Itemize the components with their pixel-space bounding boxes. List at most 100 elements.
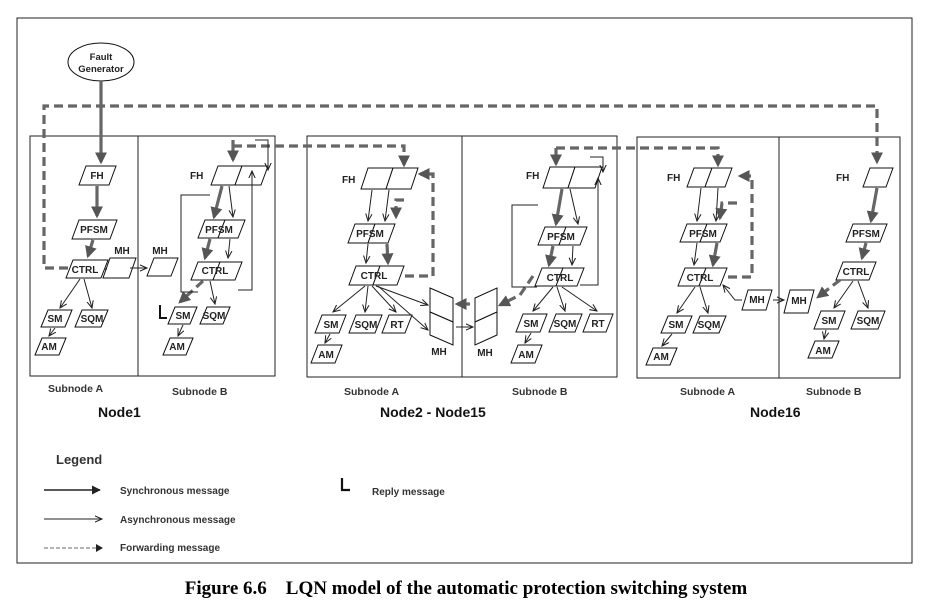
legend-reply-label: Reply message <box>372 487 445 498</box>
node1-a-sqm: SQM <box>74 309 109 328</box>
svg-text:SM: SM <box>48 314 63 325</box>
node1-a-sm: SM <box>40 309 73 328</box>
node1-subnode-a-label: Subnode A <box>48 383 103 395</box>
svg-text:FH: FH <box>526 171 539 182</box>
node1-b-mh: MH <box>146 246 179 277</box>
svg-text:CTRL: CTRL <box>687 273 714 284</box>
svg-text:FH: FH <box>667 173 680 184</box>
svg-text:FH: FH <box>342 175 355 186</box>
node2-b-sqm: SQM <box>548 313 583 333</box>
node2-subnode-a-label: Subnode A <box>344 386 399 398</box>
svg-text:MH: MH <box>791 296 807 307</box>
svg-text:RT: RT <box>390 320 403 331</box>
node2-b-fh <box>542 166 603 189</box>
svg-text:FH: FH <box>836 173 849 184</box>
node2-a-fh <box>360 167 419 190</box>
svg-text:PFSM: PFSM <box>205 225 233 236</box>
node2-subnode-b-box <box>461 135 618 378</box>
node16-a-am: AM <box>645 347 678 366</box>
svg-text:MH: MH <box>431 347 447 358</box>
node16: FH PFSM CTRL SM SQM AM MH <box>636 136 901 379</box>
svg-text:MH: MH <box>477 348 493 359</box>
svg-text:PFSM: PFSM <box>852 229 880 240</box>
node16-b-am: AM <box>807 340 840 359</box>
node16-b-mh: MH <box>783 289 815 314</box>
node2-15-label: Node2 - Node15 <box>380 404 486 420</box>
node1-b-sm: SM <box>167 306 198 325</box>
node2-b-ctrl: CTRL <box>534 267 585 287</box>
node2-a-sm: SM <box>314 314 347 334</box>
node1-a-mh: MH <box>102 246 137 279</box>
node2-a-mh: MH <box>429 287 454 358</box>
fault-generator: Fault Generator <box>67 42 135 82</box>
svg-text:AM: AM <box>169 342 185 353</box>
node1-a-am: AM <box>34 337 67 356</box>
node16-a-sqm: SQM <box>692 315 727 334</box>
svg-text:AM: AM <box>41 342 57 353</box>
svg-text:SM: SM <box>822 316 837 327</box>
node2-b-sm: SM <box>515 313 548 333</box>
legend: Legend Synchronous message Asynchronous … <box>44 452 445 554</box>
fault-generator-line2: Generator <box>78 64 124 75</box>
legend-title: Legend <box>56 452 102 467</box>
svg-text:MH: MH <box>749 295 765 306</box>
node1-b-pfsm: PFSM <box>197 219 246 239</box>
node2-15: FH PFSM CTRL SM SQM RT AM <box>306 135 618 378</box>
node16-subnode-b-box <box>778 136 901 379</box>
svg-text:AM: AM <box>653 352 669 363</box>
svg-text:SM: SM <box>524 319 539 330</box>
node16-a-sm: SM <box>660 315 693 334</box>
node16-b-fh <box>862 167 894 188</box>
node1-b-ctrl: CTRL <box>190 261 243 281</box>
node1-reply-glyph <box>159 305 167 319</box>
figure-caption: Figure 6.6 LQN model of the automatic pr… <box>185 578 748 599</box>
node16-a-pfsm: PFSM <box>679 223 728 243</box>
node16-b-ctrl: CTRL <box>835 261 877 281</box>
node1-a-fh: FH <box>78 165 117 186</box>
node1-b-sqm: SQM <box>199 306 231 325</box>
diagram-frame <box>16 17 913 564</box>
node16-b-pfsm: PFSM <box>845 223 888 243</box>
node2-a-sqm: SQM <box>348 314 383 334</box>
node2-b-mh: MH <box>474 287 498 359</box>
node1-label: Node1 <box>98 404 141 420</box>
legend-forward-label: Forwarding message <box>120 543 220 554</box>
svg-text:CTRL: CTRL <box>72 265 99 276</box>
node16-subnode-b-label: Subnode B <box>806 386 862 398</box>
node1-a-pfsm: PFSM <box>71 219 118 240</box>
svg-text:SM: SM <box>176 311 191 322</box>
svg-text:SQM: SQM <box>857 316 880 327</box>
svg-text:CTRL: CTRL <box>843 267 870 278</box>
node1-subnode-b-label: Subnode B <box>172 386 228 398</box>
node2-a-pfsm: PFSM <box>347 223 396 244</box>
svg-text:PFSM: PFSM <box>80 225 108 236</box>
svg-text:SQM: SQM <box>554 319 577 330</box>
svg-text:CTRL: CTRL <box>361 271 388 282</box>
svg-text:RT: RT <box>591 319 604 330</box>
svg-text:PFSM: PFSM <box>356 229 384 240</box>
node2-b-am: AM <box>510 344 543 364</box>
svg-text:MH: MH <box>152 246 168 257</box>
node16-b-sqm: SQM <box>850 310 886 330</box>
node2-a-rt: RT <box>381 314 413 334</box>
legend-reply-glyph <box>340 478 350 492</box>
node2-subnode-b-label: Subnode B <box>512 386 568 398</box>
svg-text:FH: FH <box>190 171 203 182</box>
node1-subnode-b-box <box>137 135 276 377</box>
node1: FH PFSM CTRL MH SM SQM AM FH <box>29 135 276 377</box>
node16-a-ctrl: CTRL <box>677 267 728 287</box>
legend-sync-label: Synchronous message <box>120 486 230 497</box>
node2-a-ctrl: CTRL <box>348 265 405 286</box>
legend-async-label: Asynchronous message <box>120 515 236 526</box>
svg-text:AM: AM <box>815 346 831 357</box>
node2-b-rt: RT <box>582 313 614 333</box>
svg-text:CTRL: CTRL <box>202 266 229 277</box>
flow-lines <box>42 81 883 346</box>
svg-text:PFSM: PFSM <box>547 232 575 243</box>
node16-subnode-a-label: Subnode A <box>680 386 735 398</box>
svg-text:AM: AM <box>318 350 334 361</box>
fault-generator-line1: Fault <box>90 52 114 63</box>
svg-text:MH: MH <box>114 246 130 257</box>
node2-a-am: AM <box>310 344 343 364</box>
